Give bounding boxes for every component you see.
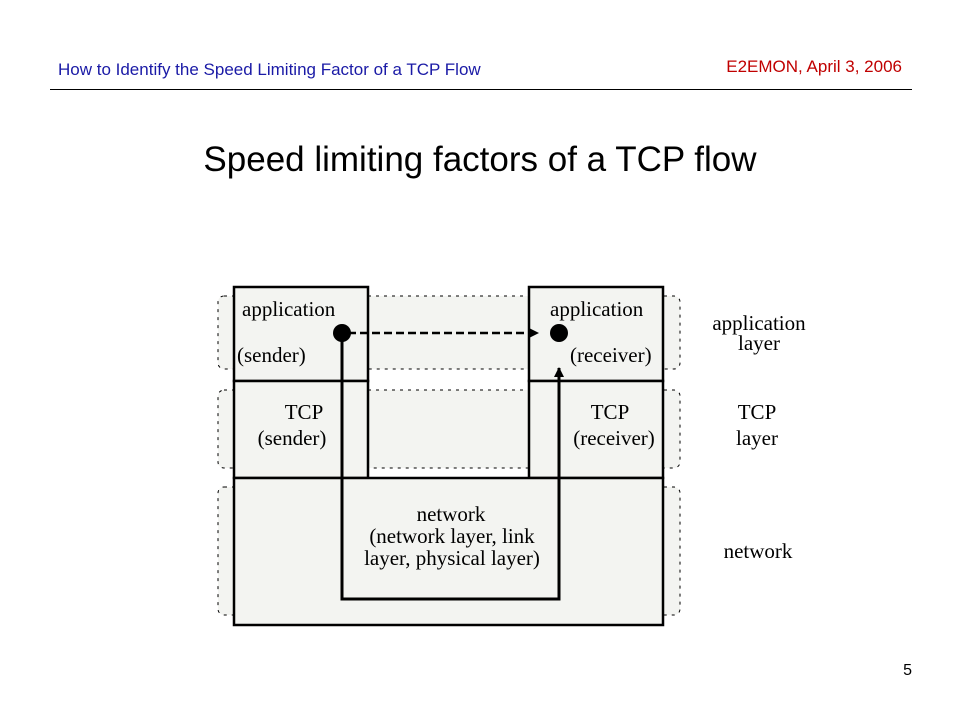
tcp-layer-label: TCP <box>738 400 777 424</box>
application-layer-label: application <box>712 311 806 335</box>
network-box-detail-2: layer, physical layer) <box>364 546 540 570</box>
receiver-app-label: application <box>550 297 644 321</box>
receiver-endpoint-dot <box>550 324 568 342</box>
tcp-layer-label-2: layer <box>736 426 778 450</box>
event-date: E2EMON, April 3, 2006 <box>726 57 902 76</box>
network-box-label: network <box>417 502 486 526</box>
presentation-title: How to Identify the Speed Limiting Facto… <box>58 60 481 79</box>
sender-tcp-role: (sender) <box>258 426 327 450</box>
sender-tcp-label: TCP <box>285 400 324 424</box>
slide-title: Speed limiting factors of a TCP flow <box>203 140 757 179</box>
header-rule <box>50 89 912 90</box>
slide-number: 5 <box>903 662 912 679</box>
data-path-arrow <box>340 333 564 601</box>
receiver-tcp-box <box>527 379 665 480</box>
sender-app-label: application <box>242 297 336 321</box>
network-box-detail-1: (network layer, link <box>369 524 535 548</box>
network-layer-label: network <box>724 539 793 563</box>
sender-endpoint-dot <box>333 324 351 342</box>
receiver-tcp-label: TCP <box>591 400 630 424</box>
receiver-app-role: (receiver) <box>570 343 652 367</box>
sender-tcp-box <box>232 379 370 480</box>
application-layer-label-2: layer <box>738 331 780 355</box>
receiver-tcp-role: (receiver) <box>573 426 655 450</box>
sender-app-role: (sender) <box>237 343 306 367</box>
